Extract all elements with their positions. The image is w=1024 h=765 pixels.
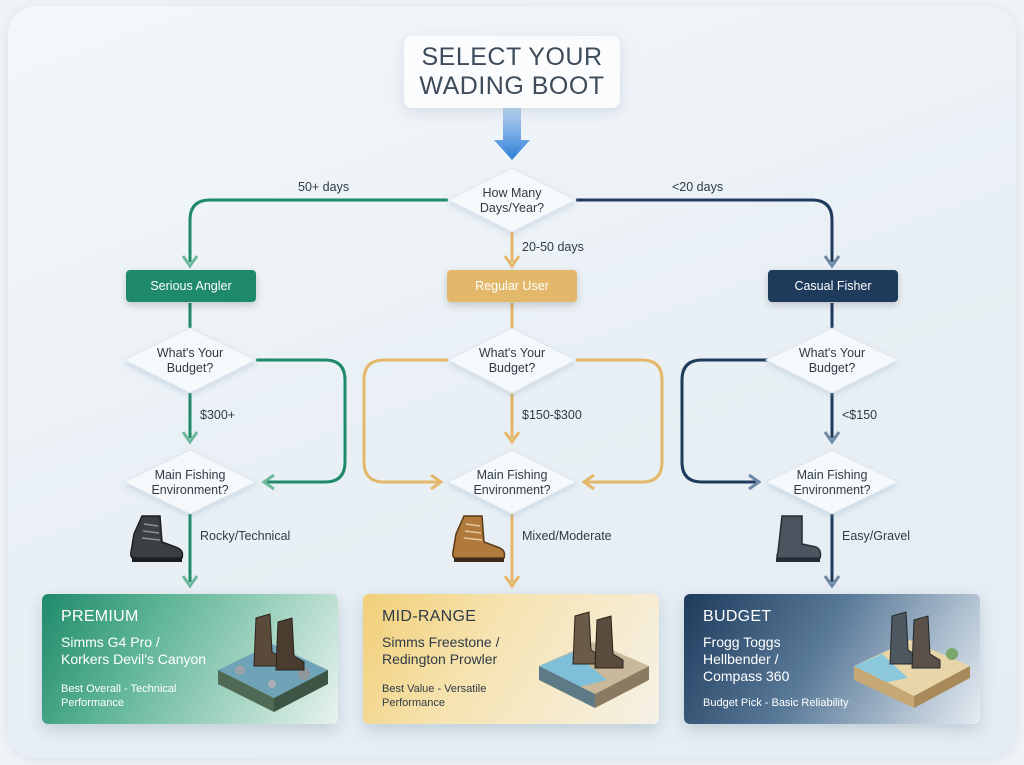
note-line: Best Value - Versatile [382,683,487,695]
environment-question-line-1: Main Fishing [796,468,868,482]
branch-label-less-20: <20 days [672,180,724,194]
budget-label-budget: <$150 [842,408,878,422]
connector-less-20 [576,198,834,262]
result-note: Best Value - Versatile Performance [382,682,562,710]
rubber-boot-icon [776,515,822,562]
profile-casual-fisher: Casual Fisher [768,270,898,302]
profile-regular-user: Regular User [447,270,577,302]
environment-question-left: Main Fishing Environment? [125,468,255,498]
days-per-year-decision [446,167,578,233]
environment-decision-middle [446,449,578,515]
hiking-boot-black-icon [130,515,184,562]
days-question-line-2: Days/Year? [479,201,545,215]
note-line: Budget Pick - Basic Reliability [703,697,849,709]
result-note: Best Overall - Technical Performance [61,682,241,710]
days-question-line-1: How Many [482,186,542,200]
cross-connector-green [256,358,347,484]
environment-label-mixed: Mixed/Moderate [522,529,612,543]
boots-on-gravel-shore-icon [854,611,970,708]
result-card-mid-range[interactable]: MID-RANGE Simms Freestone / Redington Pr… [363,594,659,724]
model-line: Frogg Toggs [703,634,781,650]
budget-question-line-2: Budget? [166,361,214,375]
budget-decision-middle [446,327,578,394]
cross-connector-gold-right [576,358,664,484]
budget-label-premium: $300+ [200,408,236,422]
result-model: Frogg Toggs Hellbender / Compass 360 [703,634,873,685]
environment-label-easy: Easy/Gravel [842,529,911,543]
title-line-2: WADING BOOT [419,72,605,100]
model-line: Hellbender / [703,651,779,667]
environment-decision-right [764,449,900,515]
budget-question-line-2: Budget? [488,361,536,375]
environment-question-line-1: Main Fishing [476,468,548,482]
note-line: Best Overall - Technical [61,683,177,695]
model-line: Simms Freestone / [382,634,500,650]
environment-label-rocky: Rocky/Technical [200,529,291,543]
budget-label-mid: $150-$300 [522,408,582,422]
branch-label-50-plus: 50+ days [298,180,350,194]
budget-question-line-1: What's Your [798,346,866,360]
environment-decision-left [122,449,258,515]
budget-question-right: What's Your Budget? [767,346,897,376]
budget-question-line-1: What's Your [156,346,224,360]
budget-question-line-2: Budget? [808,361,856,375]
result-tier: MID-RANGE [382,608,477,625]
model-line: Simms G4 Pro / [61,634,160,650]
profile-serious-angler: Serious Angler [126,270,256,302]
result-model: Simms Freestone / Redington Prowler [382,634,552,668]
result-card-premium[interactable]: PREMIUM Simms G4 Pro / Korkers Devil's C… [42,594,338,724]
cross-connector-navy [680,358,768,484]
environment-question-line-1: Main Fishing [154,468,226,482]
title-line-1: SELECT YOUR [421,43,603,71]
hiking-boot-brown-icon [452,515,506,562]
model-line: Compass 360 [703,668,790,684]
result-tier: BUDGET [703,608,772,625]
result-card-budget[interactable]: BUDGET Frogg Toggs Hellbender / Compass … [684,594,980,724]
boots-on-rocky-terrain-icon [218,613,328,712]
days-per-year-text: How Many Days/Year? [447,186,577,216]
cross-connector-gold-left [362,358,448,484]
note-line: Performance [61,697,124,709]
environment-question-middle: Main Fishing Environment? [447,468,577,498]
note-line: Performance [382,697,445,709]
boots-on-riverbed-icon [539,611,649,708]
environment-question-line-2: Environment? [473,483,551,497]
start-arrow [494,108,530,160]
result-model: Simms G4 Pro / Korkers Devil's Canyon [61,634,251,668]
model-line: Korkers Devil's Canyon [61,651,207,667]
environment-question-line-2: Environment? [151,483,229,497]
environment-question-line-2: Environment? [793,483,871,497]
environment-question-right: Main Fishing Environment? [767,468,897,498]
page-title: SELECT YOUR WADING BOOT [404,36,620,108]
result-tier: PREMIUM [61,608,139,625]
budget-decision-left [122,327,258,394]
budget-question-middle: What's Your Budget? [447,346,577,376]
budget-question-left: What's Your Budget? [125,346,255,376]
budget-question-line-1: What's Your [478,346,546,360]
result-note: Budget Pick - Basic Reliability [703,696,883,710]
branch-label-20-50: 20-50 days [522,240,584,254]
model-line: Redington Prowler [382,651,498,667]
budget-decision-right [764,327,900,394]
connector-50-plus [188,198,448,262]
